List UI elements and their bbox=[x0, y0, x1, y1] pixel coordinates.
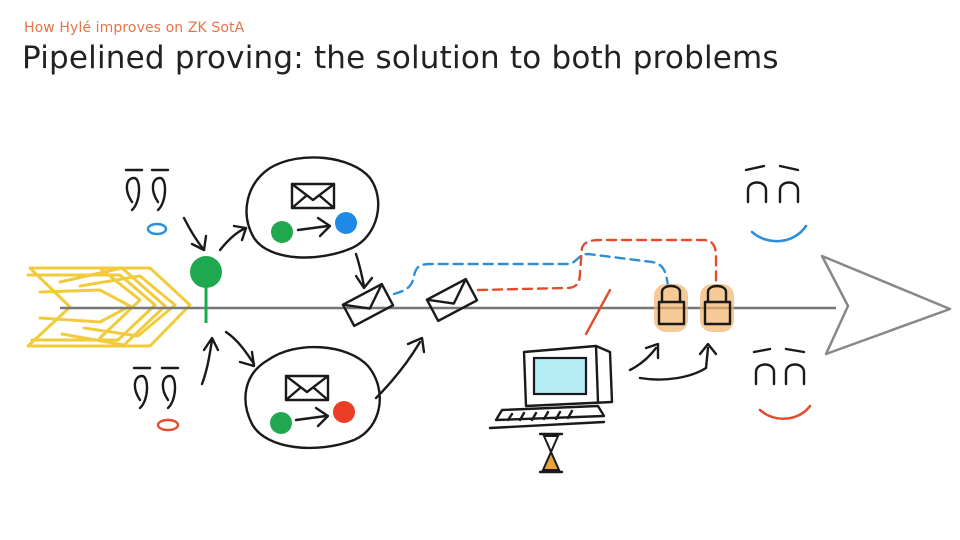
happy-face-icon bbox=[744, 164, 808, 243]
red-proof-path bbox=[476, 238, 718, 292]
submit-arrow-icon bbox=[182, 216, 220, 386]
slide-supertitle: How Hylé improves on ZK SotA bbox=[24, 20, 245, 36]
hourglass-icon bbox=[538, 432, 564, 474]
lock-icon bbox=[654, 284, 688, 332]
user-face-icon bbox=[124, 168, 170, 236]
red-slash bbox=[584, 288, 612, 336]
envelope-icon bbox=[425, 277, 479, 323]
transfer-arrow-icon bbox=[294, 406, 330, 428]
slide-title: Pipelined proving: the solution to both … bbox=[22, 40, 779, 76]
verify-arrow-icon bbox=[628, 342, 718, 381]
post-arrow-icon bbox=[354, 252, 426, 400]
speech-bubble-icon bbox=[245, 156, 380, 259]
happy-face-icon bbox=[752, 347, 812, 420]
envelope-icon bbox=[284, 374, 330, 402]
speech-bubble-icon bbox=[244, 345, 381, 450]
envelope-icon bbox=[290, 182, 336, 210]
fanout-arrow-icon bbox=[218, 224, 256, 368]
computer-icon bbox=[488, 344, 614, 430]
blue-proof-path bbox=[392, 252, 670, 296]
lock-icon bbox=[700, 284, 734, 332]
green-transaction-node bbox=[190, 256, 222, 323]
envelope-icon bbox=[341, 282, 395, 328]
transfer-arrow-icon bbox=[296, 216, 332, 238]
user-face-icon bbox=[132, 366, 180, 432]
